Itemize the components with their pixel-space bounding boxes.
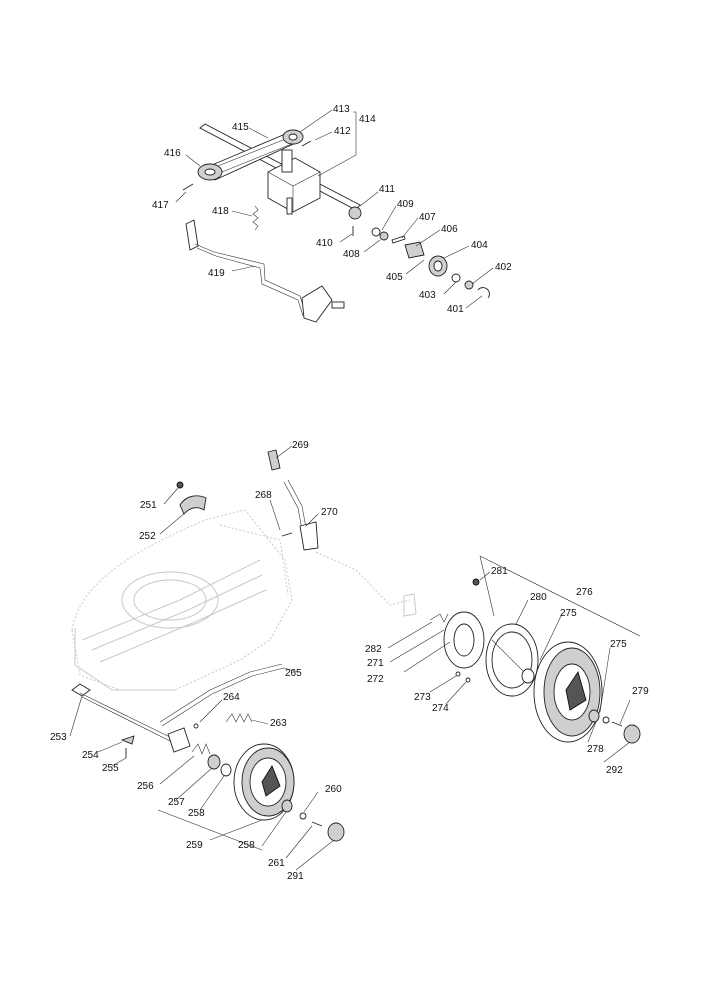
part-label: 270 <box>321 507 338 518</box>
part-label: 275 <box>610 639 627 650</box>
part-label: 280 <box>530 592 547 603</box>
part-label: 279 <box>632 686 649 697</box>
part-label: 253 <box>50 732 67 743</box>
part-label: 281 <box>491 566 508 577</box>
transmission-assembly <box>182 123 490 323</box>
part-label: 408 <box>343 249 360 260</box>
part-label: 417 <box>152 200 169 211</box>
part-label: 272 <box>367 674 384 685</box>
rear-drive-wheel <box>429 578 641 744</box>
part-label: 251 <box>140 500 157 511</box>
part-label: 264 <box>223 692 240 703</box>
part-label: 407 <box>419 212 436 223</box>
part-label: 273 <box>414 692 431 703</box>
part-label: 414 <box>359 114 376 125</box>
part-label: 406 <box>441 224 458 235</box>
part-label: 415 <box>232 122 249 133</box>
height-adjust-parts <box>71 449 417 777</box>
part-label: 403 <box>419 290 436 301</box>
part-label: 416 <box>164 148 181 159</box>
part-label: 413 <box>333 104 350 115</box>
part-label: 252 <box>139 531 156 542</box>
part-label: 282 <box>365 644 382 655</box>
part-label: 278 <box>587 744 604 755</box>
part-label: 257 <box>168 797 185 808</box>
part-label: 260 <box>325 784 342 795</box>
lower-part-labels: 269 268 270 251 252 281 276 280 275 282 … <box>50 440 649 882</box>
part-label: 258 <box>238 840 255 851</box>
part-label: 268 <box>255 490 272 501</box>
part-label: 418 <box>212 206 229 217</box>
part-label: 255 <box>102 763 119 774</box>
mower-deck-outline <box>71 509 293 691</box>
part-label: 404 <box>471 240 488 251</box>
part-label: 291 <box>287 871 304 882</box>
part-label: 409 <box>397 199 414 210</box>
part-label: 405 <box>386 272 403 283</box>
part-label: 269 <box>292 440 309 451</box>
front-wheel <box>233 743 345 842</box>
part-label: 258 <box>188 808 205 819</box>
part-label: 292 <box>606 765 623 776</box>
upper-leader-lines <box>175 109 494 309</box>
part-label: 256 <box>137 781 154 792</box>
part-label: 275 <box>560 608 577 619</box>
upper-part-labels: 413 415 412 414 416 417 411 409 407 418 … <box>152 104 512 315</box>
part-label: 410 <box>316 238 333 249</box>
part-label: 271 <box>367 658 384 669</box>
part-label: 276 <box>576 587 593 598</box>
part-label: 263 <box>270 718 287 729</box>
part-label: 402 <box>495 262 512 273</box>
part-label: 254 <box>82 750 99 761</box>
part-label: 265 <box>285 668 302 679</box>
part-label: 412 <box>334 126 351 137</box>
part-label: 259 <box>186 840 203 851</box>
lower-leader-lines <box>69 445 641 871</box>
part-label: 274 <box>432 703 449 714</box>
part-label: 261 <box>268 858 285 869</box>
part-label: 419 <box>208 268 225 279</box>
part-label: 401 <box>447 304 464 315</box>
part-label: 411 <box>379 184 395 195</box>
